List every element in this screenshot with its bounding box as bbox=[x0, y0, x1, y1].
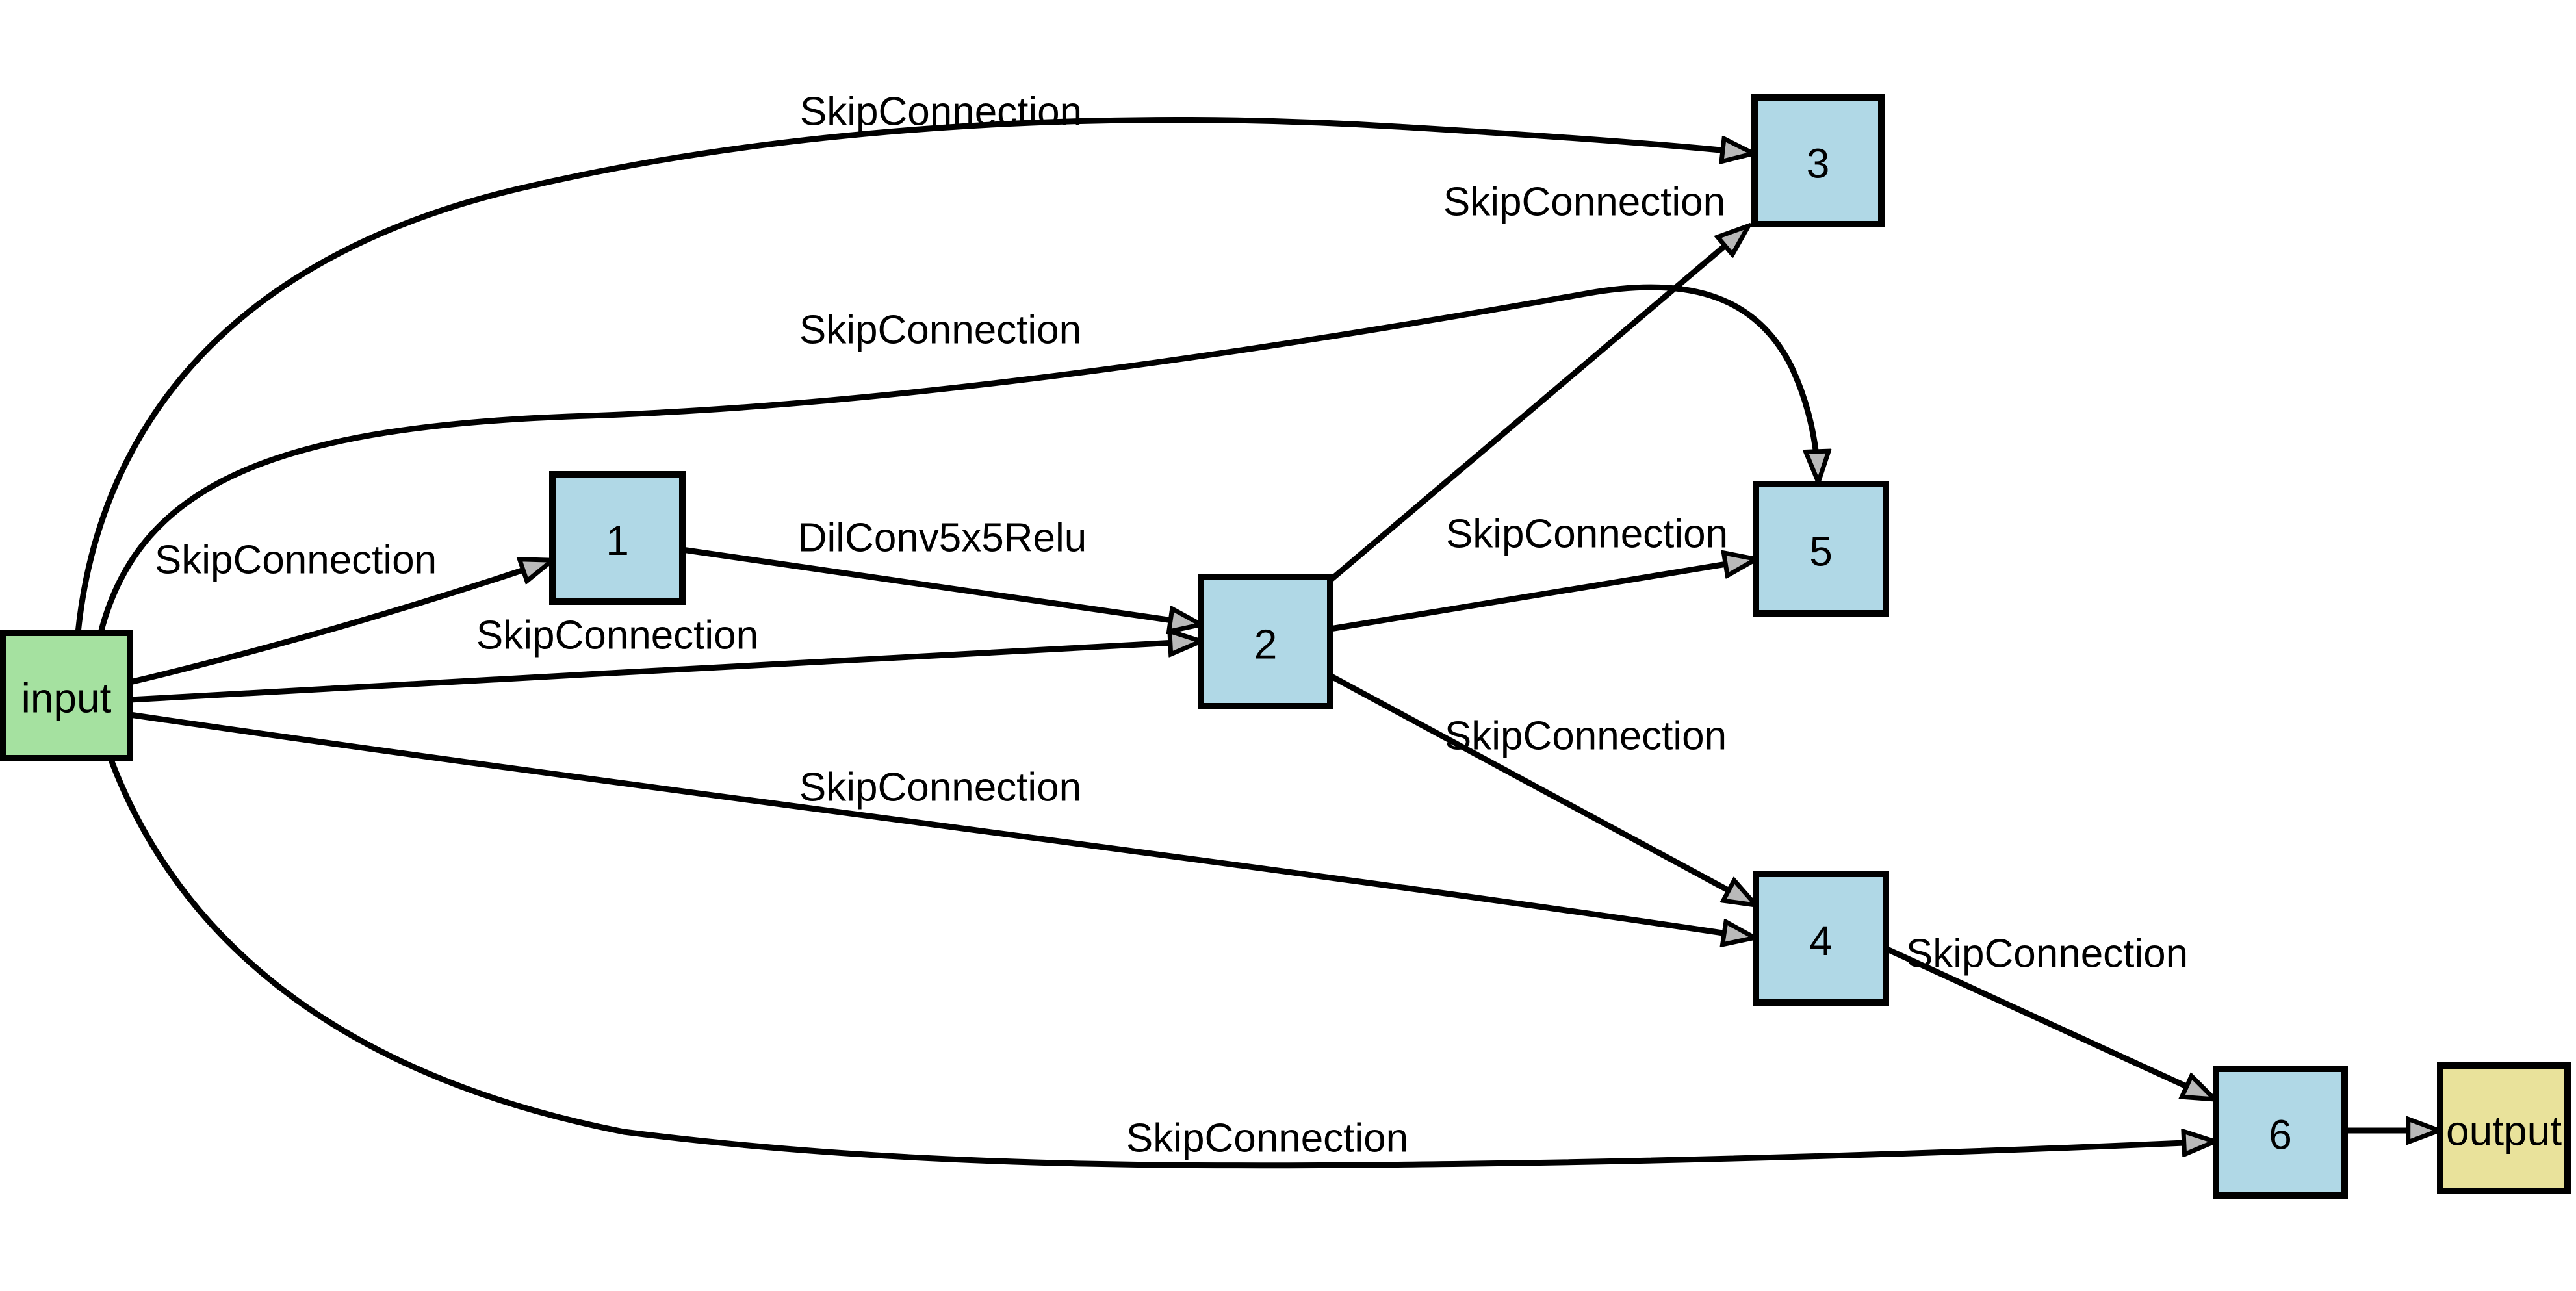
edge-input-to-3 bbox=[75, 116, 1752, 633]
edge-label-input-to-4: SkipConnection bbox=[799, 765, 1081, 810]
edge-label-4-to-6: SkipConnection bbox=[1906, 932, 2188, 977]
nodes-layer: input 1 2 3 5 4 6 output bbox=[0, 94, 2571, 1199]
node-output bbox=[2437, 1062, 2571, 1194]
edge-label-input-to-2: SkipConnection bbox=[476, 613, 758, 658]
edge-2-to-3 bbox=[1328, 227, 1747, 583]
edge-label-input-to-1: SkipConnection bbox=[155, 538, 437, 583]
node-label-5: 5 bbox=[1809, 528, 1833, 575]
node-2 bbox=[1198, 574, 1333, 709]
node-1 bbox=[549, 471, 686, 605]
node-4 bbox=[1753, 871, 1889, 1006]
node-label-6: 6 bbox=[2269, 1112, 2292, 1158]
node-5 bbox=[1753, 481, 1889, 617]
edges-layer bbox=[75, 116, 2438, 1169]
edge-input-to-6 bbox=[107, 757, 2213, 1169]
node-label-2: 2 bbox=[1254, 621, 1278, 668]
edge-input-to-2 bbox=[129, 641, 1200, 703]
edge-label-input-to-3: SkipConnection bbox=[800, 90, 1082, 134]
edge-1-to-2 bbox=[682, 546, 1200, 624]
edge-labels-layer: SkipConnectionSkipConnectionSkipConnecti… bbox=[155, 90, 2188, 1161]
edge-label-input-to-5: SkipConnection bbox=[799, 308, 1081, 353]
node-input bbox=[0, 630, 133, 761]
edge-2-to-4 bbox=[1328, 673, 1755, 904]
edge-2-to-5 bbox=[1330, 559, 1755, 632]
node-label-4: 4 bbox=[1809, 917, 1833, 964]
node-label-input: input bbox=[21, 675, 112, 722]
edge-input-to-5 bbox=[97, 284, 1818, 634]
edge-label-input-to-6: SkipConnection bbox=[1126, 1116, 1408, 1161]
edge-input-to-4 bbox=[129, 711, 1753, 938]
edge-label-1-to-2: DilConv5x5Relu bbox=[798, 516, 1087, 561]
node-label-output: output bbox=[2446, 1108, 2562, 1155]
edge-4-to-6 bbox=[1885, 945, 2213, 1099]
node-3 bbox=[1751, 94, 1885, 227]
edge-label-2-to-5: SkipConnection bbox=[1446, 512, 1728, 557]
edge-label-2-to-4: SkipConnection bbox=[1445, 714, 1727, 759]
node-label-1: 1 bbox=[606, 517, 629, 564]
node-6 bbox=[2213, 1066, 2348, 1199]
node-label-3: 3 bbox=[1807, 140, 1830, 187]
edge-input-to-1 bbox=[129, 561, 551, 685]
edge-label-2-to-3: SkipConnection bbox=[1443, 180, 1725, 225]
